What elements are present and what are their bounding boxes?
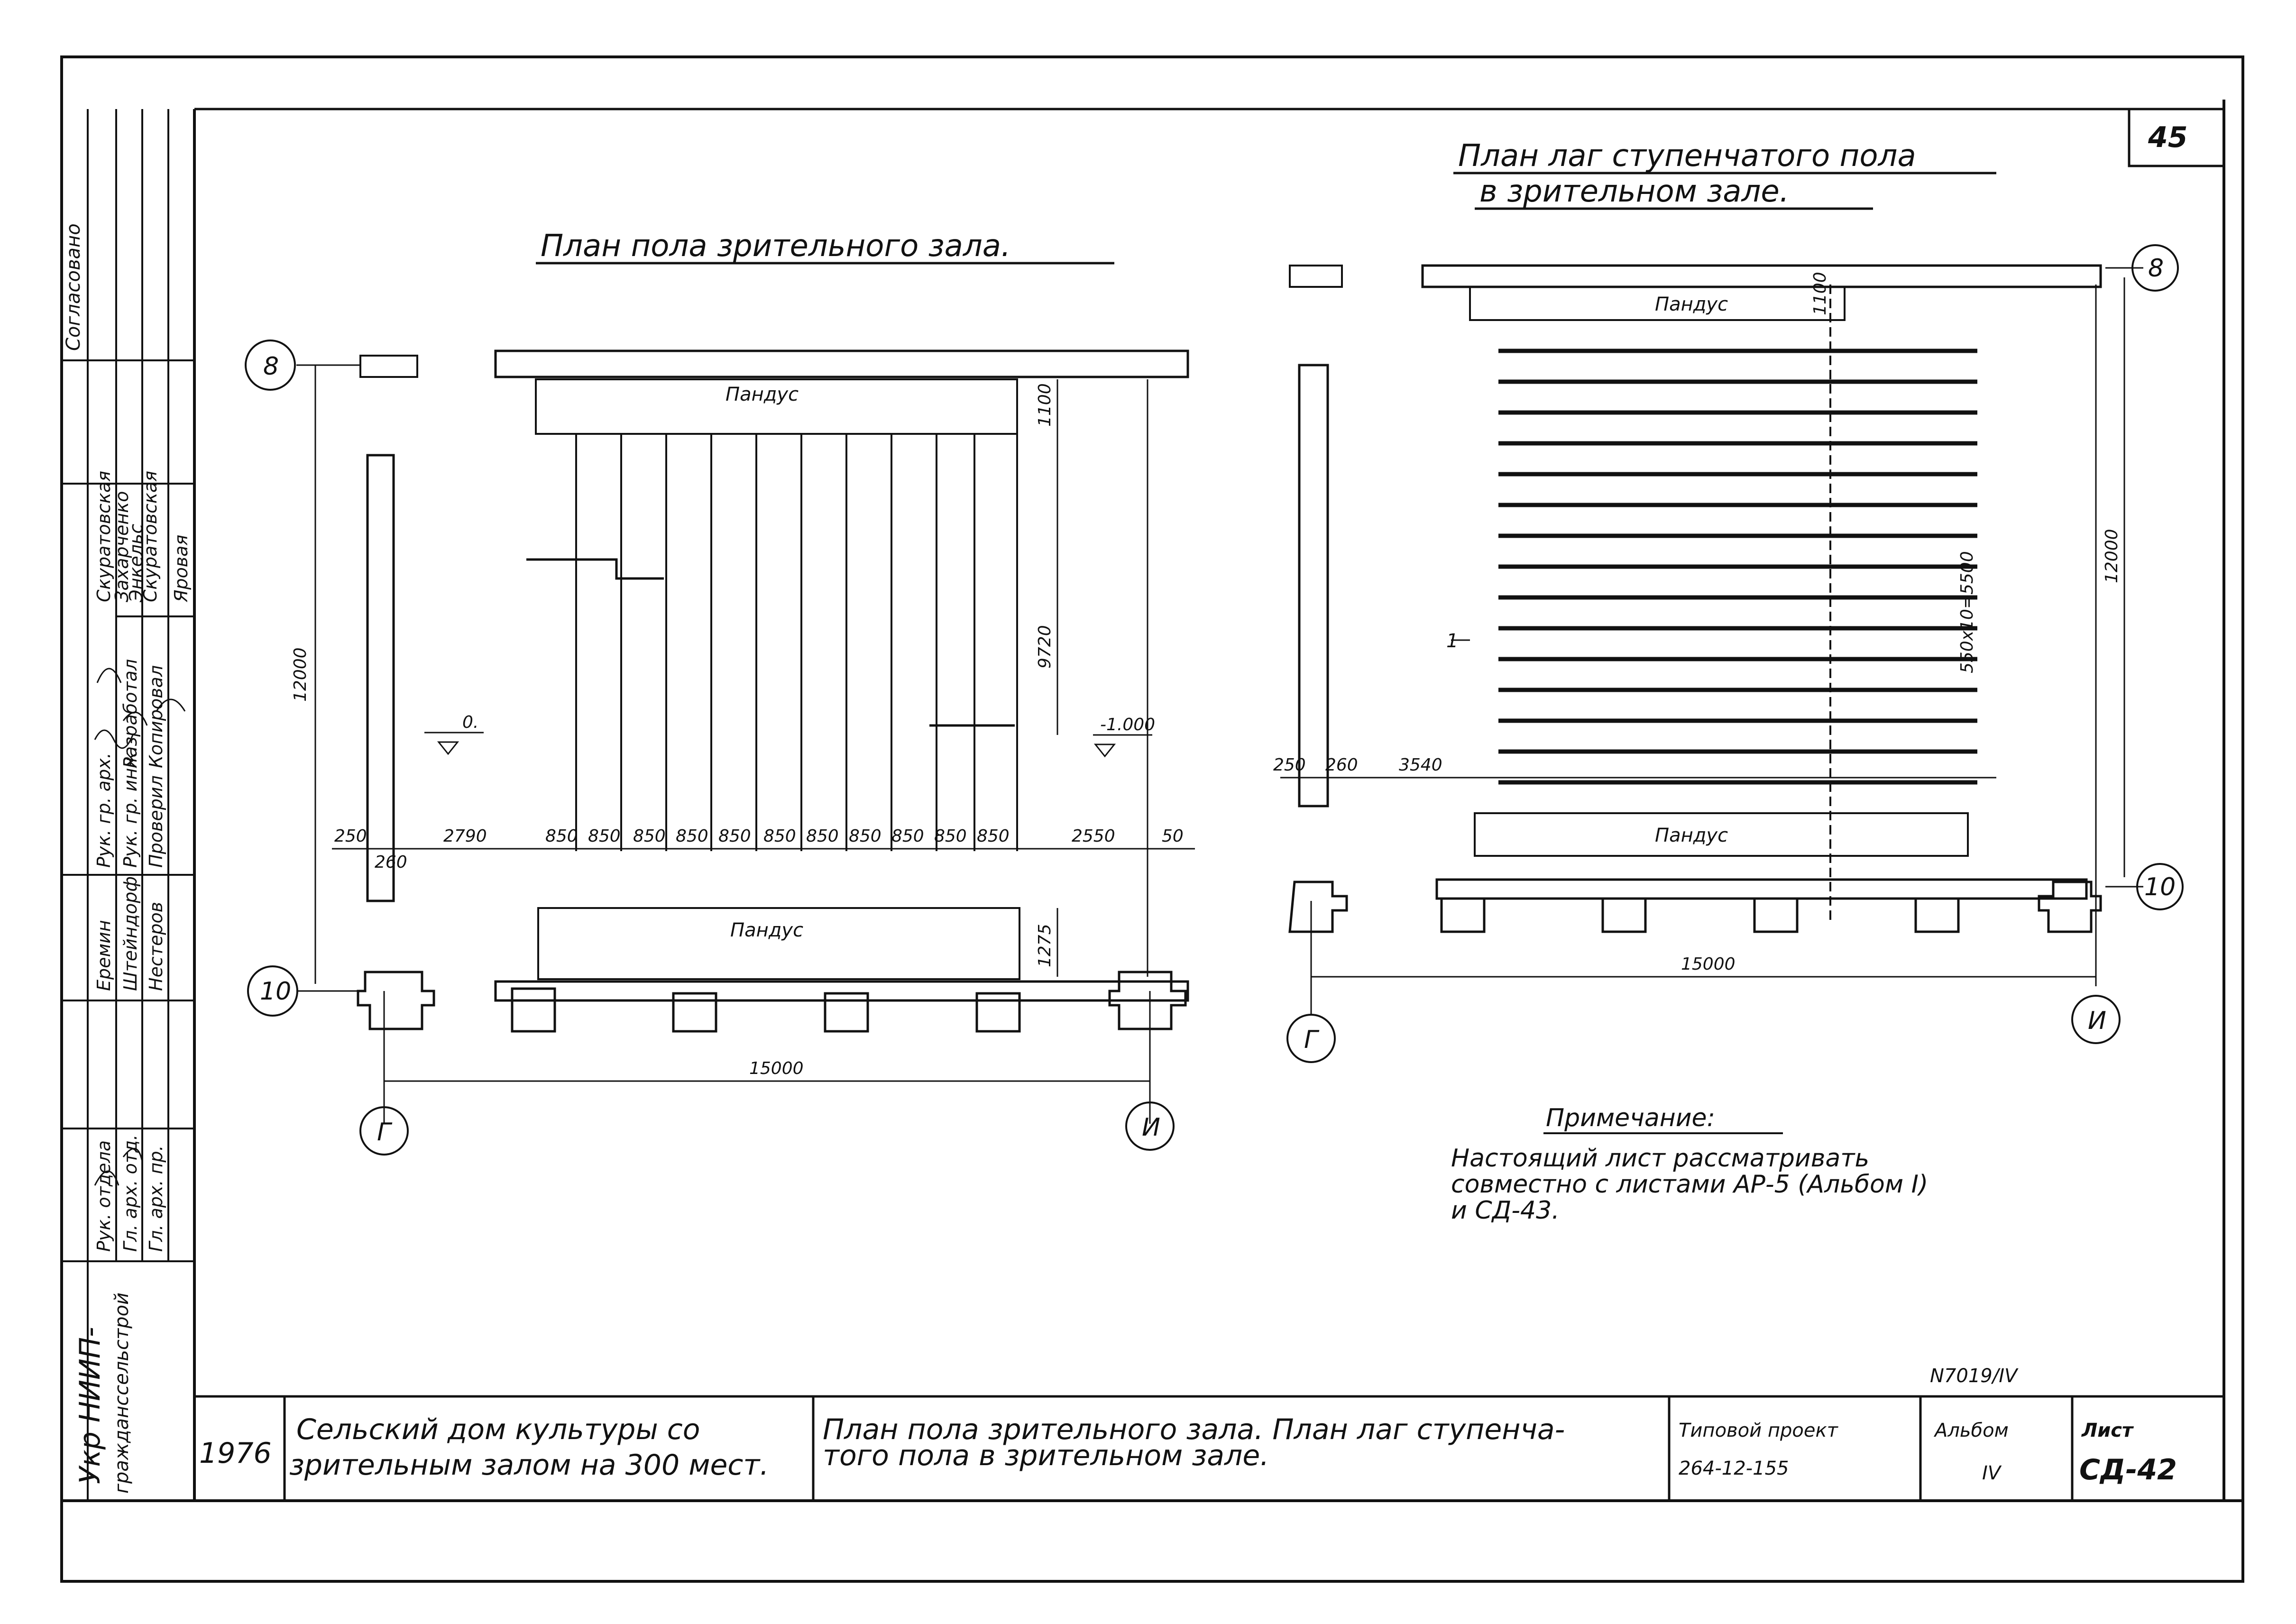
right-dim-260: 260 [1325, 755, 1358, 775]
object-line-1: Сельский дом культуры со [296, 1413, 700, 1446]
left-dim-260: 260 [375, 853, 407, 872]
sheet-label: Лист [2081, 1420, 2134, 1441]
stamp-role-lower-1: Рук. гр. арх. [93, 752, 114, 868]
album-value: IV [1982, 1462, 2002, 1484]
right-axis-10-marker [2136, 863, 2184, 910]
right-axis-g: Г [1304, 1026, 1320, 1054]
left-dim-850-2: 850 [588, 826, 621, 846]
left-dim-15000: 15000 [749, 1059, 804, 1078]
left-dim-2790: 2790 [443, 826, 487, 846]
org-line-2: гражданссельстрой [111, 1293, 133, 1494]
stamp-name-upper-3: Нестеров [146, 902, 166, 991]
left-axis-10-marker [247, 965, 298, 1017]
left-dim-850-3: 850 [633, 826, 666, 846]
right-axis-u: И [2088, 1007, 2106, 1035]
note-line-3: и СД-43. [1451, 1196, 1560, 1225]
right-dim-3540: 3540 [1399, 755, 1442, 775]
stamp-name-lower-3: Энкельс [126, 524, 147, 603]
year: 1976 [199, 1437, 272, 1470]
stamp-columns [62, 109, 194, 1501]
outer-frame [60, 55, 2244, 1583]
stamp-role-2: Гл. арх. отд. [120, 1135, 141, 1252]
stamp-role-lower-4: Проверил [146, 775, 166, 868]
left-dim-1100: 1100 [1035, 383, 1055, 427]
stamp-name-upper-2: Штейндорф [120, 876, 141, 991]
sheet-number: 45 [2148, 121, 2188, 154]
signature-scribbles [94, 668, 186, 1186]
stamp-name-lower-1: Скуратовская [93, 471, 114, 602]
right-dim-250: 250 [1273, 755, 1306, 775]
stamp-name-lower-5: Яровая [171, 535, 192, 603]
stamp-role-lower-2: Рук. гр. инж. [120, 746, 141, 868]
left-dim-850-9: 850 [891, 826, 924, 846]
left-dim-850-6: 850 [763, 826, 796, 846]
org-line-1: Укр НИИП- [73, 1327, 107, 1484]
left-dim-50: 50 [1162, 826, 1184, 846]
left-axis-10: 10 [260, 977, 291, 1006]
right-dim-1100: 1100 [1810, 272, 1830, 315]
sheet-number-box [2128, 108, 2225, 167]
note-line-1: Настоящий лист рассматривать [1451, 1144, 1869, 1173]
right-axis-g-marker [1286, 1014, 1336, 1063]
left-dim-12000: 12000 [291, 647, 310, 702]
right-axis-8-marker [2131, 244, 2179, 292]
stamp-role-1: Рук. отдела [93, 1140, 114, 1252]
drawing-line-1: План пола зрительного зала. План лаг сту… [823, 1413, 1565, 1446]
note-line-2: совместно с листами АР-5 (Альбом I) [1451, 1170, 1928, 1199]
sheet-value: СД-42 [2079, 1453, 2177, 1486]
left-level-m1: -1.000 [1100, 715, 1155, 734]
album-label: Альбом [1933, 1420, 2009, 1441]
right-axis-u-marker [2071, 995, 2121, 1044]
left-dim-250: 250 [334, 826, 367, 846]
right-plan-title-2: в зрительном зале. [1479, 174, 1789, 209]
left-dim-850-5: 850 [718, 826, 751, 846]
left-axis-8: 8 [263, 352, 279, 381]
stamp-name-lower-2: Захарченко [111, 491, 132, 602]
stamp-role-lower-5: Копировал [146, 665, 166, 768]
left-dim-1275: 1275 [1035, 924, 1055, 967]
left-floor-plan [296, 262, 1195, 1124]
left-level-0: 0. [462, 713, 478, 732]
title-block [194, 1395, 2224, 1501]
left-dim-850-1: 850 [545, 826, 578, 846]
right-ramp-top: Пандус [1655, 294, 1728, 315]
right-ramp-bottom: Пандус [1655, 825, 1728, 846]
project-label: Типовой проект [1679, 1420, 1839, 1441]
joists [1498, 349, 1977, 785]
left-ramp-top: Пандус [726, 384, 799, 405]
left-axis-8-marker [245, 339, 296, 391]
project-number: 264-12-155 [1679, 1458, 1789, 1479]
left-dim-9720: 9720 [1035, 625, 1055, 669]
left-plan-title: План пола зрительного зала. [541, 229, 1010, 264]
right-dim-5500: 550х10=5500 [1957, 551, 1977, 673]
left-dim-850-4: 850 [676, 826, 708, 846]
right-section-mark: 1 [1446, 630, 1458, 652]
left-ramp-bottom: Пандус [730, 919, 803, 941]
left-dim-850-7: 850 [806, 826, 839, 846]
left-axis-g: Г [377, 1118, 393, 1147]
left-dim-850-8: 850 [849, 826, 882, 846]
note-title: Примечание: [1546, 1104, 1715, 1132]
object-line-2: зрительным залом на 300 мест. [289, 1449, 769, 1482]
right-axis-8: 8 [2148, 254, 2164, 283]
stamp-name-lower-4: Скуратовская [140, 471, 161, 602]
stamp-name-upper-1: Еремин [93, 920, 114, 991]
stamp-role-3: Гл. арх. пр. [146, 1145, 166, 1252]
agreed-label: Согласовано [63, 223, 84, 351]
left-dim-850-10: 850 [934, 826, 967, 846]
left-dim-2550: 2550 [1072, 826, 1115, 846]
right-dim-12000: 12000 [2102, 529, 2122, 583]
right-axis-10: 10 [2144, 873, 2176, 901]
left-axis-u-marker [1125, 1101, 1175, 1151]
left-axis-g-marker [359, 1106, 409, 1156]
archive-number: N7019/IV [1930, 1365, 2019, 1387]
left-dim-850-11: 850 [977, 826, 1010, 846]
left-axis-u: И [1142, 1113, 1160, 1142]
right-plan-title-1: План лаг ступенчатого пола [1458, 138, 1916, 174]
right-dim-15000: 15000 [1681, 954, 1736, 974]
right-joist-plan [1280, 172, 2143, 1015]
drawing-line-2: того пола в зрительном зале. [823, 1439, 1269, 1472]
